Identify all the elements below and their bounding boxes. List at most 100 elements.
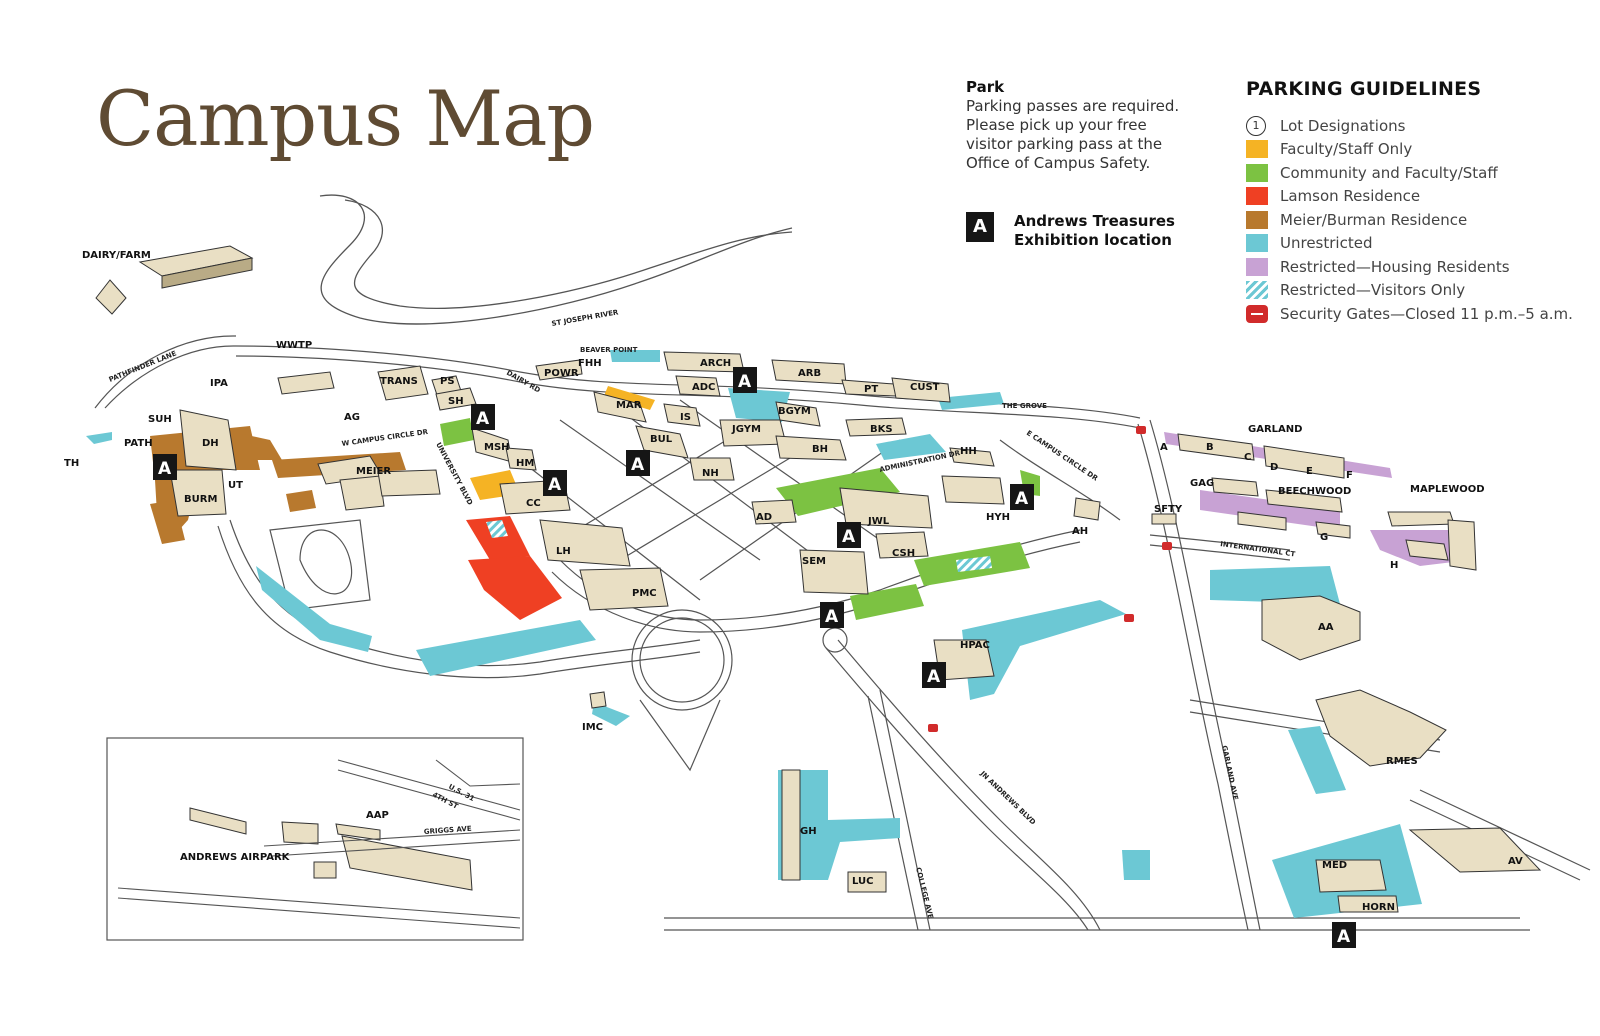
label-burm: BURM — [184, 494, 217, 505]
label-arb: ARB — [798, 368, 821, 379]
label-ag: AG — [344, 412, 360, 423]
label-ipa: IPA — [210, 378, 228, 389]
svg-text:F: F — [1346, 470, 1353, 481]
treasure-marker[interactable]: A — [922, 662, 946, 688]
legend-item-label: Community and Faculty/Staff — [1280, 163, 1498, 182]
label-rmes: RMES — [1386, 756, 1418, 767]
label-ps: PS — [440, 376, 455, 387]
label-adc: ADC — [692, 382, 715, 393]
label-bul: BUL — [650, 434, 673, 445]
svg-text:W CAMPUS CIRCLE DR: W CAMPUS CIRCLE DR — [341, 428, 429, 448]
svg-text:THE GROVE: THE GROVE — [1002, 402, 1047, 410]
legend-item: Meier/Burman Residence — [1246, 208, 1586, 232]
legend-item: Unrestricted — [1246, 232, 1586, 256]
treasure-marker[interactable]: A — [837, 522, 861, 548]
svg-text:E: E — [1306, 466, 1313, 477]
color-swatch — [1246, 210, 1268, 229]
svg-text:H: H — [1390, 560, 1398, 571]
label-is: IS — [680, 412, 691, 423]
treasure-text: Andrews Treasures Exhibition location — [1014, 212, 1175, 249]
legend-item: Restricted—Housing Residents — [1246, 255, 1586, 279]
label-jwl: JWL — [867, 516, 890, 527]
label-mar: MAR — [616, 400, 642, 411]
label-bks: BKS — [870, 424, 893, 435]
label-hh: HH — [960, 446, 977, 457]
treasure-badge: A — [966, 212, 994, 242]
color-swatch — [1246, 140, 1268, 159]
treasure-marker[interactable]: A — [820, 602, 844, 628]
color-swatch — [1246, 163, 1268, 182]
svg-text:B: B — [1206, 442, 1214, 453]
lot-number-icon: 1 — [1246, 115, 1266, 136]
label-pmc: PMC — [632, 588, 657, 599]
legend-item: Community and Faculty/Staff — [1246, 161, 1586, 185]
legend-title: PARKING GUIDELINES — [1246, 78, 1482, 100]
legend-item: 1 Lot Designations — [1246, 114, 1586, 138]
park-heading: Park — [966, 78, 1005, 96]
label-path: PATH — [124, 438, 153, 449]
legend-item-label: Security Gates—Closed 11 p.m.–5 a.m. — [1280, 304, 1573, 323]
svg-text:A: A — [738, 372, 752, 392]
label-nh: NH — [702, 468, 719, 479]
svg-text:A: A — [842, 527, 856, 547]
svg-text:A: A — [1160, 442, 1168, 453]
label-powr: POWR — [544, 368, 579, 379]
label-hm: HM — [516, 458, 534, 469]
label-csh: CSH — [892, 548, 915, 559]
label-ad: AD — [756, 512, 772, 523]
label-ut: UT — [228, 480, 243, 491]
label-maplewood: MAPLEWOOD — [1410, 484, 1485, 495]
svg-text:A: A — [1337, 927, 1351, 947]
legend-item-label: Restricted—Visitors Only — [1280, 281, 1466, 300]
svg-text:COLLEGE AVE: COLLEGE AVE — [914, 867, 935, 920]
lot-letters: A B C D E F G H — [1160, 442, 1398, 571]
label-jgym: JGYM — [731, 424, 761, 435]
svg-text:G: G — [1320, 532, 1328, 543]
label-lh: LH — [556, 546, 571, 557]
treasure-marker[interactable]: A — [1332, 922, 1356, 948]
treasure-marker[interactable]: A — [543, 470, 567, 496]
legend-item-label: Restricted—Housing Residents — [1280, 257, 1510, 276]
label-cust: CUST — [910, 382, 940, 393]
river-bank — [344, 199, 793, 309]
svg-text:C: C — [1244, 452, 1251, 463]
label-th: TH — [64, 458, 79, 469]
security-gates — [928, 426, 1172, 732]
legend-item-label: Faculty/Staff Only — [1280, 140, 1413, 159]
legend-item: Restricted—Visitors Only — [1246, 279, 1586, 303]
building-labels: DAIRY/FARM WWTP IPA SUH PATH TH DH UT BU… — [64, 250, 1523, 913]
park-info: Park Parking passes are required. Please… — [966, 78, 1196, 173]
svg-text:UNIVERSITY BLVD: UNIVERSITY BLVD — [434, 441, 474, 506]
buildings — [95, 245, 1542, 913]
label-pt: PT — [864, 384, 878, 395]
river — [319, 194, 793, 325]
park-text: Parking passes are required. Please pick… — [966, 97, 1180, 172]
label-ah: AH — [1072, 526, 1088, 537]
legend-item: Lamson Residence — [1246, 185, 1586, 209]
svg-text:PATHFINDER LANE: PATHFINDER LANE — [108, 349, 178, 384]
label-hyh: HYH — [986, 512, 1010, 523]
label-imc: IMC — [582, 722, 603, 733]
label-meier: MEIER — [356, 466, 391, 477]
treasure-marker[interactable]: A — [471, 404, 495, 430]
label-luc: LUC — [852, 876, 873, 887]
legend-item-label: Lot Designations — [1280, 116, 1406, 135]
color-swatch — [1246, 257, 1268, 276]
color-swatch — [1246, 234, 1268, 253]
treasure-marker[interactable]: A — [626, 450, 650, 476]
security-gate-icon — [1246, 304, 1268, 323]
treasure-marker[interactable]: A — [733, 367, 757, 393]
svg-text:D: D — [1270, 462, 1278, 473]
treasure-marker[interactable]: A — [153, 454, 177, 480]
treasure-marker[interactable]: A — [1010, 484, 1034, 510]
svg-text:A: A — [927, 667, 941, 687]
label-arch: ARCH — [700, 358, 731, 369]
legend-item-label: Meier/Burman Residence — [1280, 210, 1468, 229]
treasure-markers[interactable]: A A A A A A A A A A — [153, 367, 1356, 948]
label-suh: SUH — [148, 414, 172, 425]
label-dairy-farm: DAIRY/FARM — [82, 250, 151, 261]
page-title: Campus Map — [96, 74, 595, 163]
